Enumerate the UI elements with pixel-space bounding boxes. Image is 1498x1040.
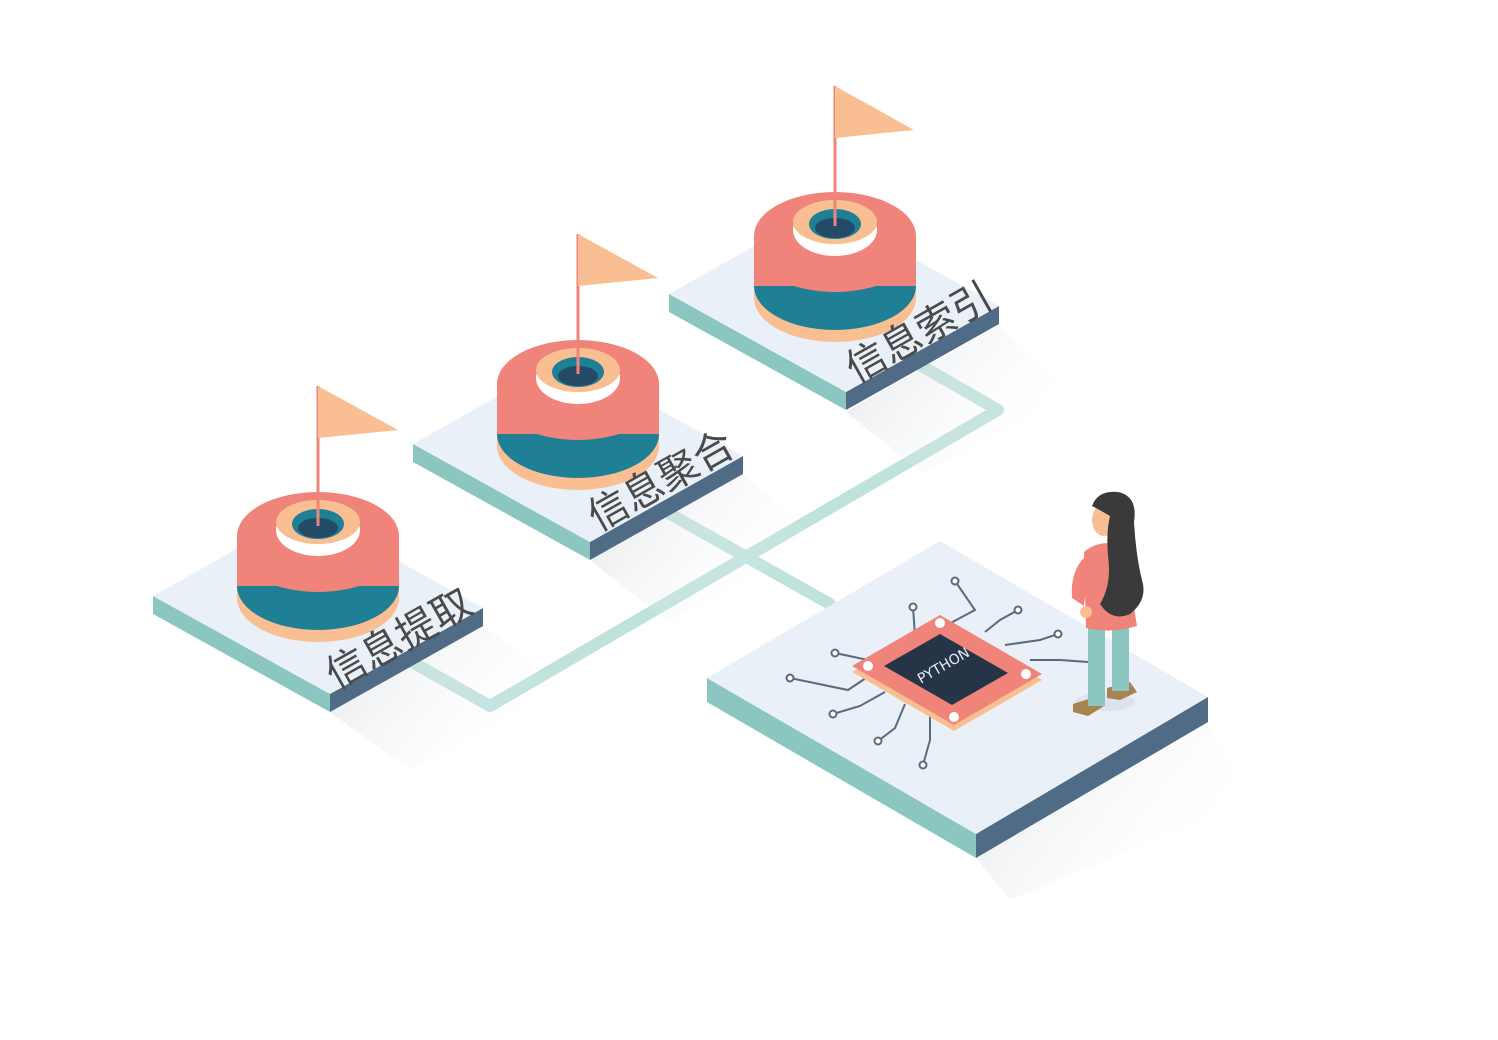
chip-platform: PYTHON (707, 541, 1250, 900)
database-stack (754, 192, 916, 342)
database-stack (497, 340, 659, 490)
database-stack (237, 492, 399, 642)
node-aggregate: 信息聚合 (413, 234, 820, 622)
circuit-traces (789, 580, 1089, 766)
platform-left-face (669, 294, 846, 410)
flag-icon (578, 234, 658, 286)
platform-left-face (153, 596, 330, 712)
platform-shadow (330, 625, 560, 770)
platform-shadow (846, 326, 1076, 474)
leg-left (1088, 620, 1105, 706)
platform-right-face (590, 456, 743, 560)
chip-board (852, 615, 1042, 731)
platform-shadow (976, 722, 1250, 900)
node-extract: 信息提取 (153, 386, 560, 770)
person-figure (1071, 491, 1144, 716)
circuit-nodes (785, 576, 1063, 770)
arm-left (1071, 556, 1096, 606)
platform-shadow (590, 474, 820, 622)
platform-left-face (413, 444, 590, 560)
chip-core (884, 634, 1008, 705)
hair (1092, 491, 1144, 617)
platform-right-face (330, 608, 483, 712)
platform-right-face (846, 306, 999, 410)
flag-icon (318, 386, 398, 438)
flag-icon (835, 86, 914, 138)
node-index: 信息索引 (669, 86, 1076, 474)
leg-right (1112, 615, 1129, 691)
platform-left-face (707, 678, 976, 858)
platform-right-face (976, 697, 1208, 858)
